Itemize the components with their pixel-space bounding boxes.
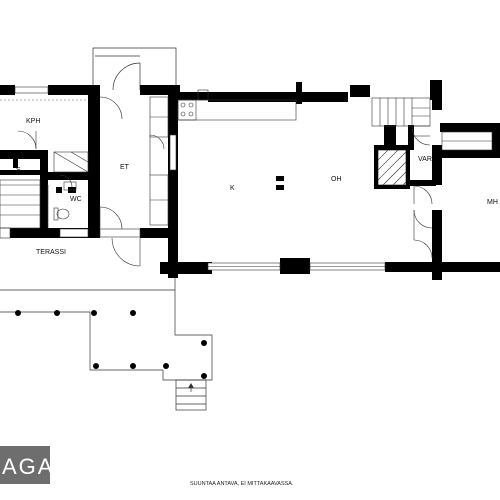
room-label-k: K [230,185,235,192]
windows [0,86,493,271]
logo-text: AGA [2,454,54,479]
room-label-kph: KPH [26,118,40,125]
room-label-et: ET [120,164,130,171]
kitchen-counter [177,89,297,121]
terrace-posts [15,310,207,379]
hall-wardrobes [99,96,169,267]
room-label-oh: OH [331,176,342,183]
fireplace-hatch [377,149,407,186]
room-label-terassi: TERASSI [36,249,66,256]
entry-canopy [92,47,177,91]
interior-doors [411,126,433,259]
room-label-wc: WC [70,196,82,203]
bathroom-fixtures [0,130,89,229]
room-label-s: S [16,167,21,174]
footer-note: SUUNTAA ANTAVA, EI MITTAKAAVASSA. [190,481,294,487]
stairs [371,97,431,137]
walls [0,80,500,280]
room-label-var: VAR [418,156,432,163]
agency-logo: AGA [0,446,54,484]
room-label-mh: MH [487,199,498,206]
